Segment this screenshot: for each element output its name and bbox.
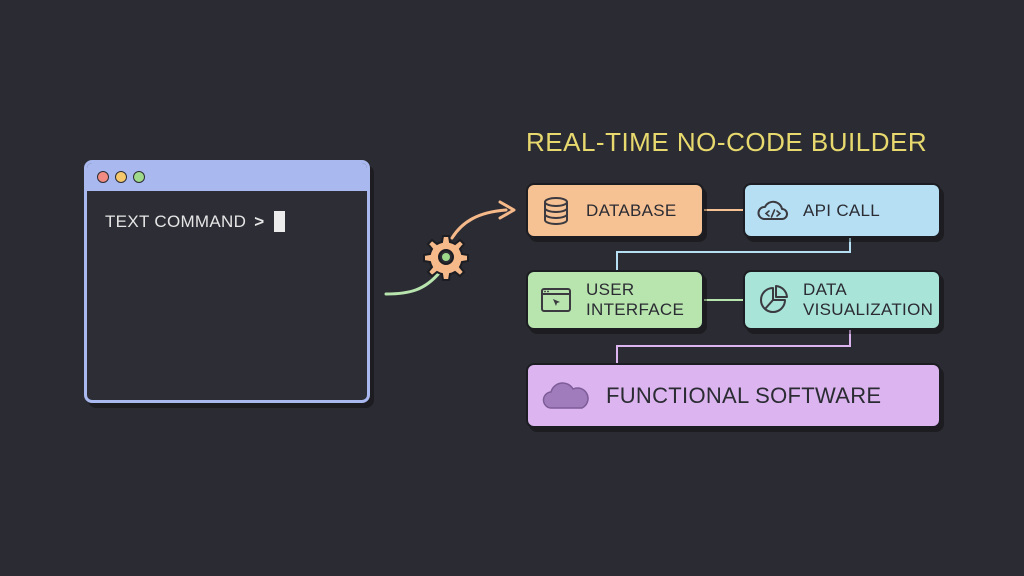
api-call-label: API CALL [803, 200, 881, 220]
data-visualization-label-line2: VISUALIZATION [803, 300, 934, 319]
functional-software-node[interactable]: FUNCTIONAL SOFTWARE [526, 363, 941, 428]
terminal-to-gear-curve [384, 270, 442, 296]
functional-software-label: FUNCTIONAL SOFTWARE [606, 382, 882, 408]
terminal-titlebar [87, 163, 367, 191]
user-interface-label-line2: INTERFACE [586, 300, 685, 319]
api-call-node[interactable]: API CALL [743, 183, 941, 238]
terminal-window: TEXT COMMAND > [84, 160, 370, 403]
arrow-head [498, 200, 516, 220]
prompt-caret: > [254, 211, 265, 231]
database-label: DATABASE [586, 200, 677, 220]
cloud-code-icon [757, 200, 788, 220]
database-node[interactable]: DATABASE [526, 183, 704, 238]
command-prompt[interactable]: TEXT COMMAND > [105, 211, 286, 232]
database-icon [544, 196, 568, 225]
builder-title: REAL-TIME NO-CODE BUILDER [526, 127, 928, 157]
close-dot[interactable] [97, 171, 109, 183]
text-cursor [274, 211, 286, 232]
command-text: TEXT COMMAND [105, 211, 247, 231]
browser-window-icon [541, 288, 571, 312]
data-visualization-label-line1: DATA [803, 280, 848, 299]
user-interface-node[interactable]: USER INTERFACE [526, 270, 704, 330]
cloud-icon [542, 381, 589, 409]
minimize-dot[interactable] [115, 171, 127, 183]
gear-icon [423, 235, 469, 281]
gear-to-database-arrow [450, 208, 508, 240]
user-interface-label-line1: USER [586, 280, 635, 299]
maximize-dot[interactable] [133, 171, 145, 183]
data-visualization-node[interactable]: DATA VISUALIZATION [743, 270, 941, 330]
pie-chart-icon [760, 285, 788, 313]
